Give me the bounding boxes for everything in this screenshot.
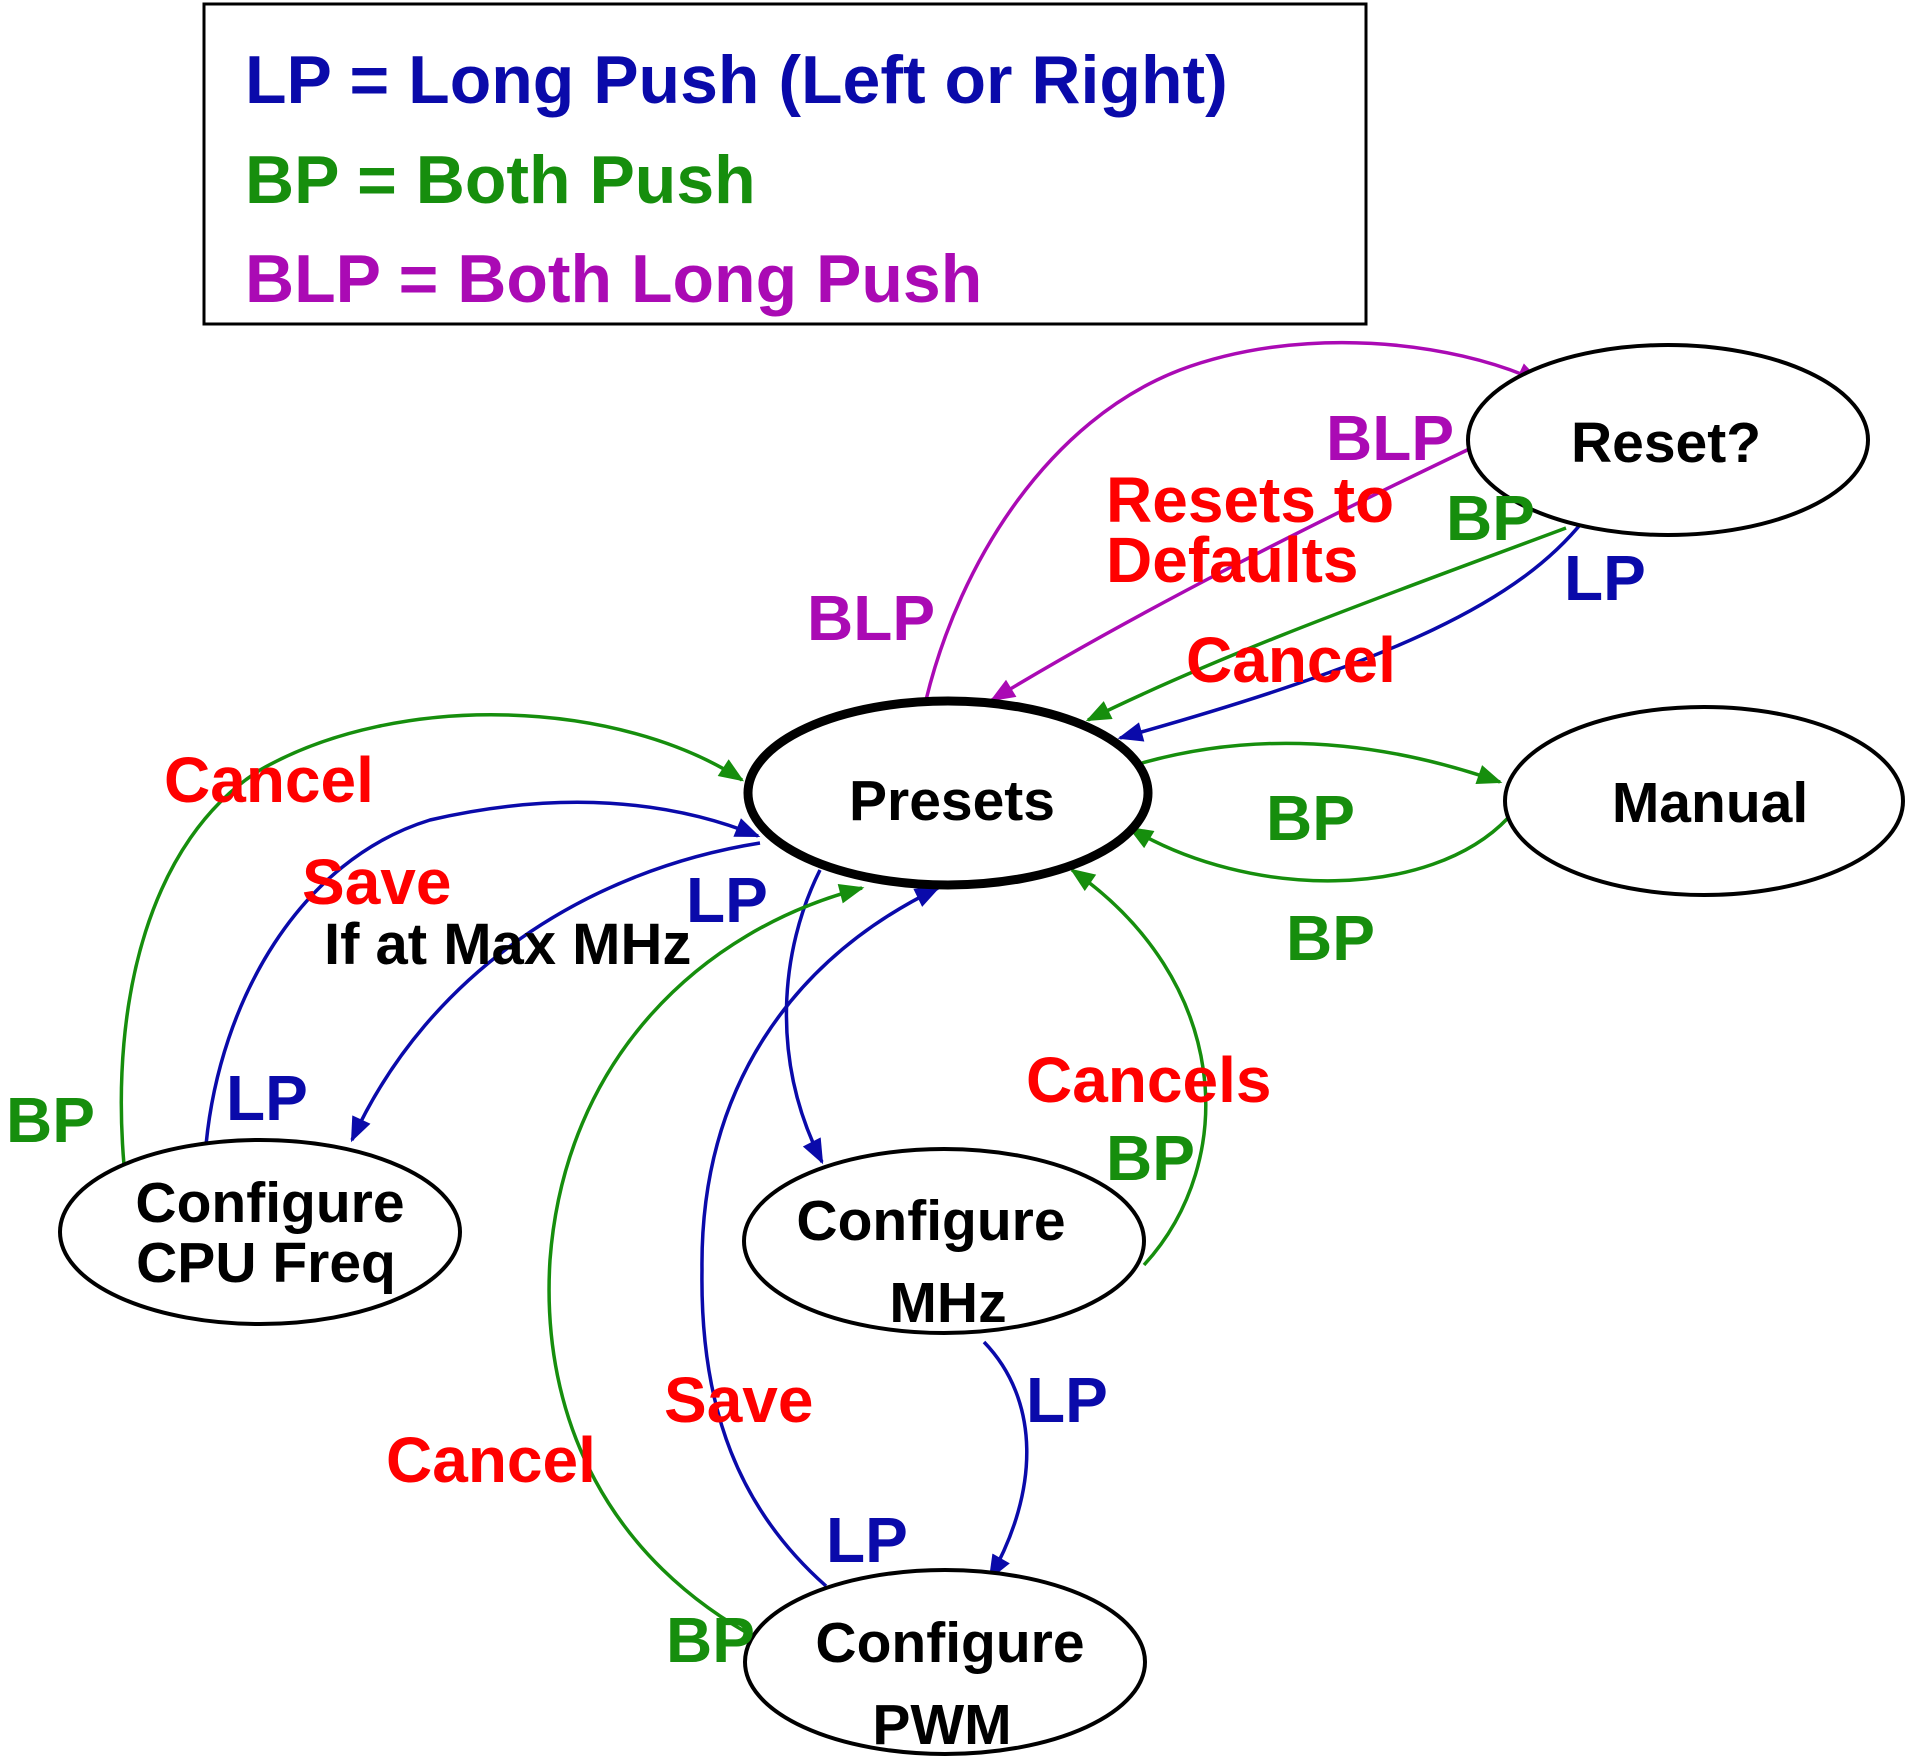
legend-frame (202, 2, 1368, 326)
node-manual-shape (1503, 705, 1905, 897)
node-presets[interactable]: Presets (743, 696, 1153, 890)
label-bp-to-manual: BP (1266, 782, 1355, 854)
node-presets-label: Presets (849, 769, 1055, 833)
node-configure-pwm[interactable]: Configure PWM (743, 1568, 1147, 1757)
edge-reset-to-presets-blp (989, 440, 1485, 702)
label-cancel-pwm: Cancel (386, 1424, 596, 1496)
label-lp-pwm: LP (826, 1504, 908, 1576)
edge-reset-to-presets-bp (1085, 526, 1567, 722)
edges (119, 340, 1586, 1642)
node-configure-mhz[interactable]: Configure MHz (742, 1147, 1146, 1335)
node-cpu-label-line1: Configure (135, 1171, 404, 1235)
legend-bp: BP = Both Push (245, 142, 756, 218)
node-reset[interactable]: Reset? (1466, 343, 1870, 537)
label-resets-line2: Defaults (1106, 524, 1359, 596)
label-resets-line1: Resets to (1106, 464, 1394, 536)
edge-mhz-to-presets (1069, 868, 1208, 1267)
node-pwm-label-line2: PWM (872, 1693, 1011, 1757)
edge-presets-to-cpu (350, 841, 761, 1143)
edge-reset-to-presets-lp (1117, 518, 1586, 742)
edge-pwm-to-presets-bp (547, 883, 865, 1642)
label-cancels-mhz: Cancels (1026, 1044, 1271, 1116)
label-lp-from-reset: LP (1564, 542, 1646, 614)
label-bp-from-reset: BP (1446, 482, 1535, 554)
label-lp-to-cpu: LP (686, 864, 768, 936)
label-lp-mhz-pwm: LP (1026, 1364, 1108, 1436)
label-blp-from-reset: BLP (1326, 402, 1454, 474)
label-bp-mhz: BP (1106, 1122, 1195, 1194)
node-mhz-label-line2: MHz (889, 1271, 1006, 1335)
node-reset-shape (1466, 343, 1870, 537)
edge-mhz-to-pwm (982, 1340, 1029, 1581)
label-save-pwm: Save (664, 1364, 813, 1436)
node-presets-shape (743, 696, 1153, 890)
legend-lp: LP = Long Push (Left or Right) (245, 42, 1228, 118)
node-mhz-shape (742, 1147, 1146, 1335)
node-cpu-shape (58, 1138, 462, 1326)
edge-pwm-to-presets-lp (700, 886, 941, 1588)
label-save-cpu-condition: If at Max MHz (324, 912, 691, 977)
edge-presets-to-reset (924, 340, 1543, 701)
node-cpu-label-line2: CPU Freq (136, 1231, 396, 1295)
label-bp-from-manual: BP (1286, 902, 1375, 974)
edge-manual-to-presets (1127, 816, 1510, 883)
node-configure-cpu[interactable]: Configure CPU Freq (58, 1138, 462, 1326)
legend: LP = Long Push (Left or Right) BP = Both… (202, 2, 1368, 326)
label-cancel-from-reset: Cancel (1186, 624, 1396, 696)
node-pwm-shape (743, 1568, 1147, 1756)
label-blp-to-reset: BLP (807, 582, 935, 654)
legend-blp: BLP = Both Long Push (245, 241, 982, 317)
node-reset-label: Reset? (1571, 411, 1761, 475)
edge-cpu-to-presets-bp (119, 713, 745, 1166)
edge-labels: BLP BLP Resets to Defaults BP LP Cancel … (6, 402, 1646, 1676)
node-manual[interactable]: Manual (1503, 705, 1905, 897)
node-manual-label: Manual (1612, 771, 1808, 835)
node-pwm-label-line1: Configure (815, 1611, 1084, 1675)
label-lp-cpu: LP (226, 1062, 308, 1134)
nodes: Presets Reset? Manual Configure CPU Freq… (58, 343, 1905, 1757)
label-save-cpu: Save (302, 846, 451, 918)
edge-cpu-to-presets-lp (204, 800, 761, 1146)
label-bp-cpu: BP (6, 1084, 95, 1156)
label-bp-pwm: BP (666, 1604, 755, 1676)
label-cancel-cpu: Cancel (164, 744, 374, 816)
node-mhz-label-line1: Configure (796, 1189, 1065, 1253)
edge-presets-to-manual (1141, 741, 1503, 785)
